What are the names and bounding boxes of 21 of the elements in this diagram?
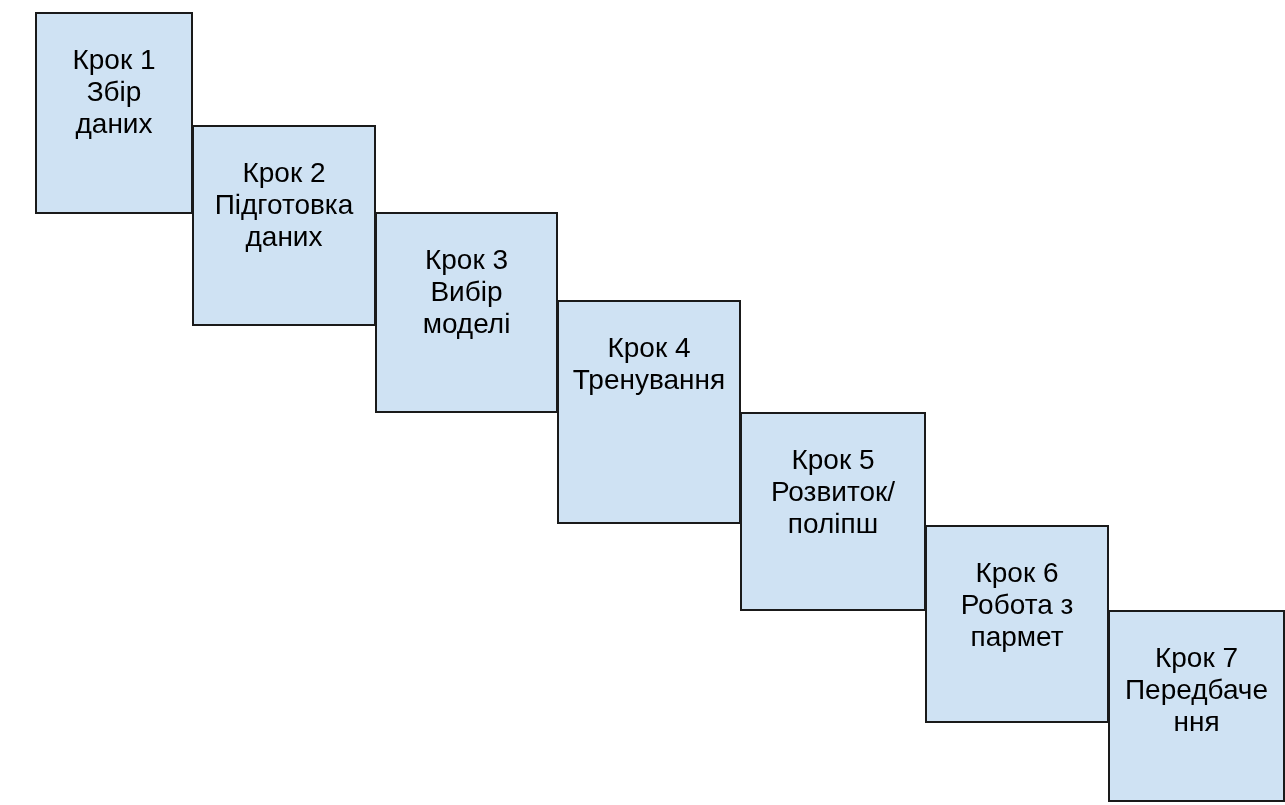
step-label: Розвиток/ поліпш bbox=[769, 476, 897, 540]
step-heading: Крок 6 bbox=[974, 557, 1060, 589]
step-label: Підготовка даних bbox=[213, 189, 355, 253]
step-box bbox=[557, 300, 741, 524]
step-box bbox=[192, 125, 376, 326]
step-box bbox=[375, 212, 558, 413]
step-label: Збір даних bbox=[74, 76, 154, 140]
step-label: Вибір моделі bbox=[421, 276, 512, 340]
step-heading: Крок 3 bbox=[423, 244, 510, 276]
step-heading: Крок 4 bbox=[606, 332, 692, 364]
step-heading: Крок 2 bbox=[241, 157, 327, 189]
step-label: Передбачення bbox=[1123, 674, 1270, 738]
step-box bbox=[1108, 610, 1285, 802]
step-heading: Крок 7 bbox=[1153, 642, 1240, 674]
step-label: Тренування bbox=[571, 364, 727, 396]
step-box bbox=[740, 412, 926, 611]
step-box bbox=[35, 12, 193, 214]
step-label: Робота з пармет bbox=[959, 589, 1075, 653]
step-heading: Крок 1 bbox=[71, 44, 157, 76]
step-heading: Крок 5 bbox=[790, 444, 876, 476]
step-box bbox=[925, 525, 1109, 723]
